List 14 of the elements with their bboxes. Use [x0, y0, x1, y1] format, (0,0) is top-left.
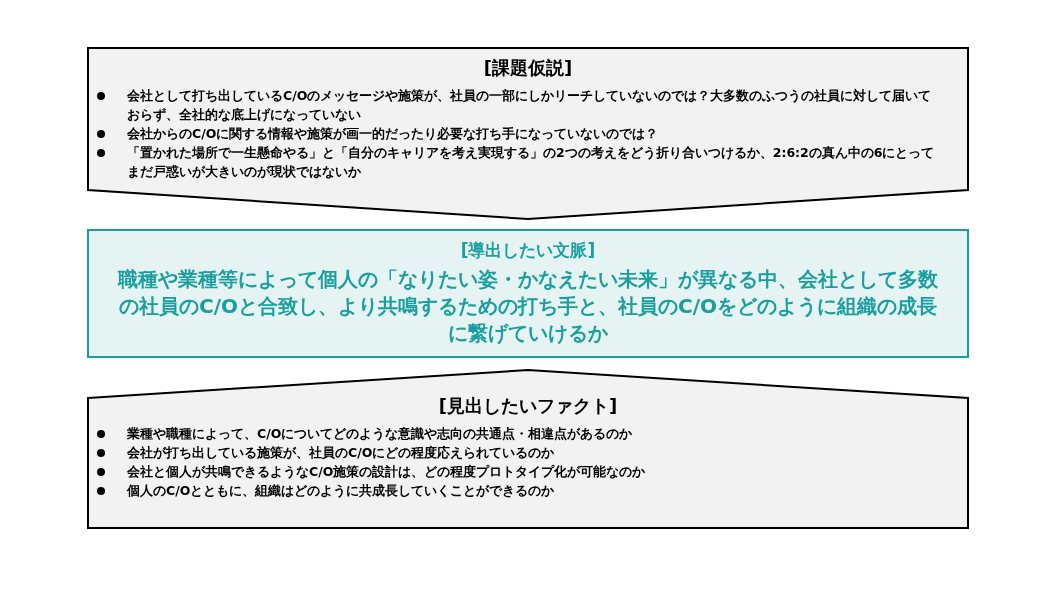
- chevron-down-box: [87, 47, 969, 220]
- chevron-up-box: [87, 369, 969, 529]
- context-box: [87, 229, 969, 358]
- bullet-text: 会社として打ち出しているC/Oのメッセージや施策が、社員の一部にしかリーチしていないのでは？大多数のふつうの社員に対して届いておらず、全社的な底上げになっていない: [127, 86, 933, 124]
- heading: [導出したい文脈]: [460, 240, 596, 262]
- heading: [見出したいファクト]: [438, 395, 618, 418]
- heading: [課題仮説]: [483, 57, 573, 80]
- bullet-text: 業種や職種によって、C/Oについてどのような意識や志向の共通点・相違点があるのか: [127, 424, 633, 443]
- bullet-text: 会社が打ち出している施策が、社員のC/Oにどの程度応えられているのか: [127, 443, 555, 462]
- bullet-text: 「置かれた場所で一生懸命やる」と「自分のキャリアを考え実現する」の2つの考えをどう折り合いつけるか、2:6:2の真ん中の6にとってまだ戸惑いが大きいのが現状ではないか: [127, 143, 936, 181]
- bullet-text: 会社と個人が共鳴できるようなC/O施策の設計は、どの程度プロトタイプ化が可能なのか: [127, 462, 646, 481]
- context-text: 職種や業種等によって個人の「なりたい姿・かなえたい未来」が異なる中、会社として多数の社員のC/Oと合致し、より共鳴するための打ち手と、社員のC/Oをどのように組織の成長に繋げていけるか: [118, 265, 938, 347]
- bullet-text: 個人のC/Oとともに、組織はどのように共成長していくことができるのか: [127, 481, 555, 500]
- bullet-text: 会社からのC/Oに関する情報や施策が画一的だったり必要な打ち手になっていないのでは？: [127, 124, 659, 143]
